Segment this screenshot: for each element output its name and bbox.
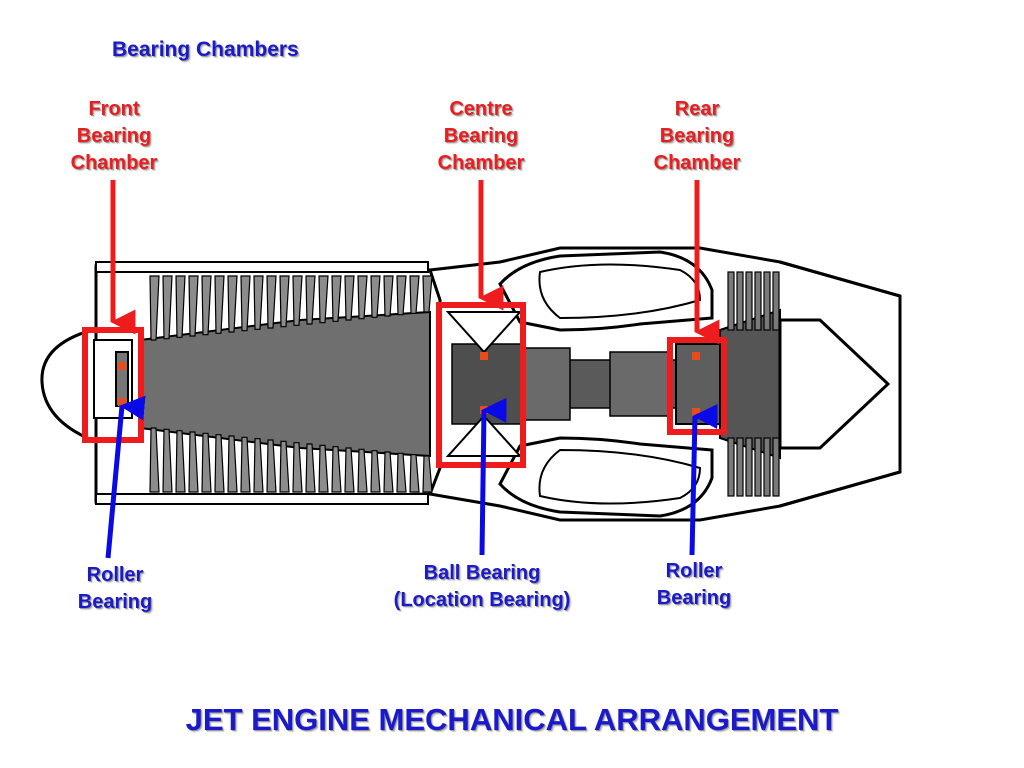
- turbine-blade: [763, 271, 771, 331]
- rear-bearing-chamber-label: Rear Bearing Chamber: [653, 98, 741, 174]
- compressor-blade: [305, 443, 316, 493]
- turbine-blade: [772, 271, 780, 331]
- compressor-blade: [162, 428, 173, 493]
- compressor-blades: [149, 275, 433, 493]
- compressor-blade: [149, 275, 160, 341]
- compressor-blade: [214, 434, 225, 493]
- compressor-blade: [253, 275, 264, 330]
- compressor-blade: [357, 275, 368, 320]
- diagram-caption: JET ENGINE MECHANICAL ARRANGEMENT: [185, 702, 839, 737]
- compressor-blade: [422, 455, 433, 493]
- rear-roller-arrow: [689, 403, 718, 556]
- compressor-blade: [318, 444, 329, 493]
- ball-bearing-label: Ball Bearing (Location Bearing): [393, 562, 571, 611]
- turbine-blades: [727, 271, 780, 497]
- compressor-blade: [253, 438, 264, 493]
- rear-roller-bearing-label: Roller Bearing: [656, 560, 732, 609]
- compressor-blade: [357, 448, 368, 493]
- compressor-blade: [396, 452, 407, 493]
- compressor-blade: [266, 439, 277, 493]
- compressor-blade: [383, 451, 394, 493]
- turbine-blade: [736, 271, 744, 331]
- centre-bearing-chamber-label: Centre Bearing Chamber: [437, 98, 525, 174]
- turbine-blade: [754, 437, 762, 497]
- exhaust-nozzle: [779, 260, 901, 508]
- compressor-blade: [266, 275, 277, 329]
- turbine-disc: [719, 308, 781, 460]
- compressor-blade: [331, 446, 342, 493]
- turbine-blade: [745, 437, 753, 497]
- front-roller-arrow: [105, 395, 146, 559]
- compressor-blade: [422, 275, 433, 313]
- compressor-blade: [318, 275, 329, 324]
- compressor-blade: [201, 275, 212, 336]
- compressor-blade: [292, 275, 303, 326]
- turbine-blade: [736, 437, 744, 497]
- compressor-blade: [175, 430, 186, 493]
- compressor-blade: [279, 440, 290, 493]
- compressor-blade: [240, 275, 251, 332]
- compressor-blade: [292, 442, 303, 493]
- turbine-blade: [763, 437, 771, 497]
- compressor-blade: [227, 435, 238, 493]
- compressor-blade: [240, 436, 251, 493]
- red-arrows: [110, 180, 720, 345]
- exhaust-cone: [778, 318, 891, 450]
- compressor-blade: [227, 275, 238, 333]
- compressor-blade: [383, 275, 394, 317]
- front-roller-bearing-label: Roller Bearing: [77, 564, 153, 613]
- compressor-blade: [305, 275, 316, 325]
- compressor-blade: [188, 431, 199, 493]
- compressor-blade: [162, 275, 173, 340]
- compressor-blade: [409, 454, 420, 493]
- front-bearing-housing: [93, 339, 133, 419]
- turbine-blade: [772, 437, 780, 497]
- compressor-blade: [409, 275, 420, 314]
- combustion-chambers: [498, 250, 714, 518]
- compressor-blade: [331, 275, 342, 322]
- turbine-blade: [727, 271, 735, 331]
- compressor-blade: [214, 275, 225, 334]
- compressor-blade: [201, 432, 212, 493]
- turbine-blade: [727, 437, 735, 497]
- compressor-blade: [279, 275, 290, 328]
- compressor-blade: [396, 275, 407, 316]
- compressor-blade: [344, 275, 355, 321]
- page-title: Bearing Chambers: [112, 38, 299, 61]
- compressor-blade: [149, 427, 160, 493]
- turbine-blade: [745, 271, 753, 331]
- compressor-blade: [370, 450, 381, 493]
- compressor-blade: [175, 275, 186, 338]
- compressor-blade: [188, 275, 199, 337]
- turbine-casing: [429, 246, 902, 522]
- compressor-blade: [344, 447, 355, 493]
- compressor-drum: [139, 310, 431, 458]
- turbine-blade: [754, 271, 762, 331]
- ball-bearing-arrow: [479, 397, 507, 556]
- front-bearing-chamber-label: Front Bearing Chamber: [70, 98, 158, 174]
- compressor-blade: [370, 275, 381, 318]
- blue-arrows: [105, 395, 718, 559]
